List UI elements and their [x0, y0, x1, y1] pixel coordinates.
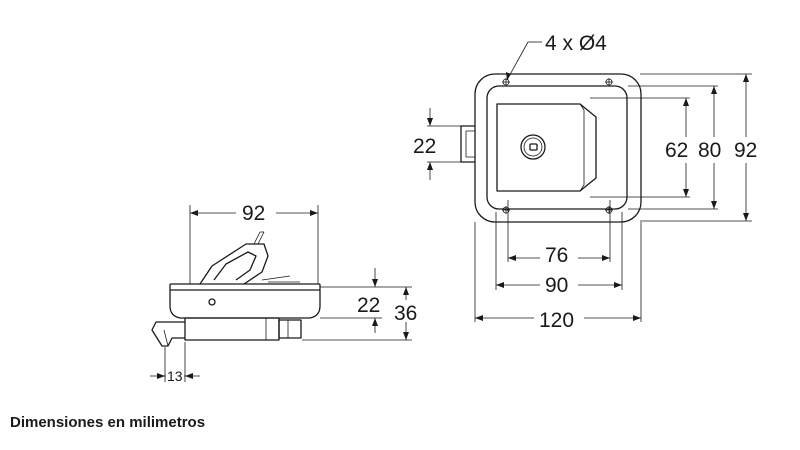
front-key-cylinder-inner — [523, 137, 543, 157]
side-keyhole — [208, 298, 216, 306]
front-paddle-inner — [579, 103, 585, 192]
dim-92-label: 92 — [734, 139, 757, 162]
front-outer-flange — [474, 73, 642, 223]
front-key-cylinder — [520, 134, 546, 160]
side-flange — [169, 283, 321, 291]
front-paddle — [496, 103, 597, 192]
front-mounting-holes — [502, 78, 613, 214]
front-view: 4 x Ø4 62 80 92 — [413, 32, 770, 332]
side-paddle — [199, 243, 269, 285]
front-side-tab-inner — [465, 130, 475, 158]
dim-120-label: 120 — [539, 309, 574, 332]
front-side-tab — [460, 125, 475, 163]
dim-height-22-side — [372, 268, 378, 333]
dim-36-side-label: 36 — [394, 302, 417, 325]
dim-13-label: 13 — [167, 368, 183, 384]
dim-height-22-front — [427, 108, 462, 180]
side-view: 92 22 36 13 — [150, 198, 421, 384]
dim-22-front-label: 22 — [413, 135, 436, 158]
front-inner-recess — [486, 85, 628, 210]
dim-92-side-label: 92 — [242, 202, 265, 225]
units-caption: Dimensiones en milimetros — [10, 414, 206, 431]
dim-22-side-label: 22 — [357, 294, 380, 317]
side-latch-bolt — [151, 321, 185, 347]
front-keyhole — [529, 143, 538, 151]
holes-label: 4 x Ø4 — [545, 32, 607, 55]
side-lock-barrel — [184, 317, 280, 341]
holes-leader — [506, 41, 542, 81]
dim-90-label: 90 — [545, 274, 568, 297]
dim-80-label: 80 — [698, 139, 721, 162]
side-body — [169, 290, 321, 319]
dim-76-label: 76 — [545, 244, 568, 267]
dim-62-label: 62 — [665, 139, 688, 162]
side-barrel-end — [278, 319, 302, 339]
side-paddle-inner — [213, 251, 257, 281]
